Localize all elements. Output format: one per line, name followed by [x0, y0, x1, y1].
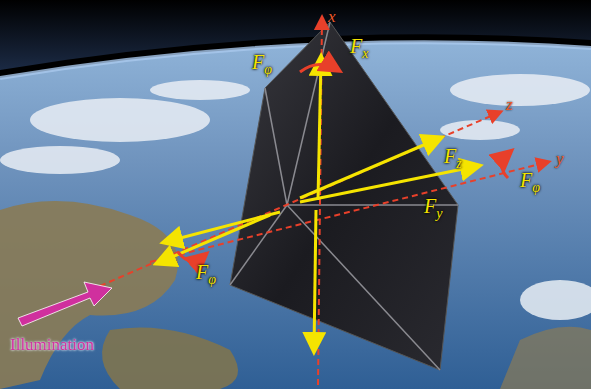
force-label: Fz: [444, 146, 462, 166]
illumination-label: Illumination: [10, 336, 94, 353]
moment-label: Fφ: [252, 52, 272, 72]
force-label: Fy: [424, 196, 442, 216]
moment-label: Fφ: [196, 262, 216, 282]
axis-label: x: [328, 8, 336, 25]
axis-label: y: [556, 150, 564, 167]
axis-label: z: [506, 96, 513, 113]
moment-label: Fφ: [520, 170, 540, 190]
force-label: Fx: [350, 36, 368, 56]
